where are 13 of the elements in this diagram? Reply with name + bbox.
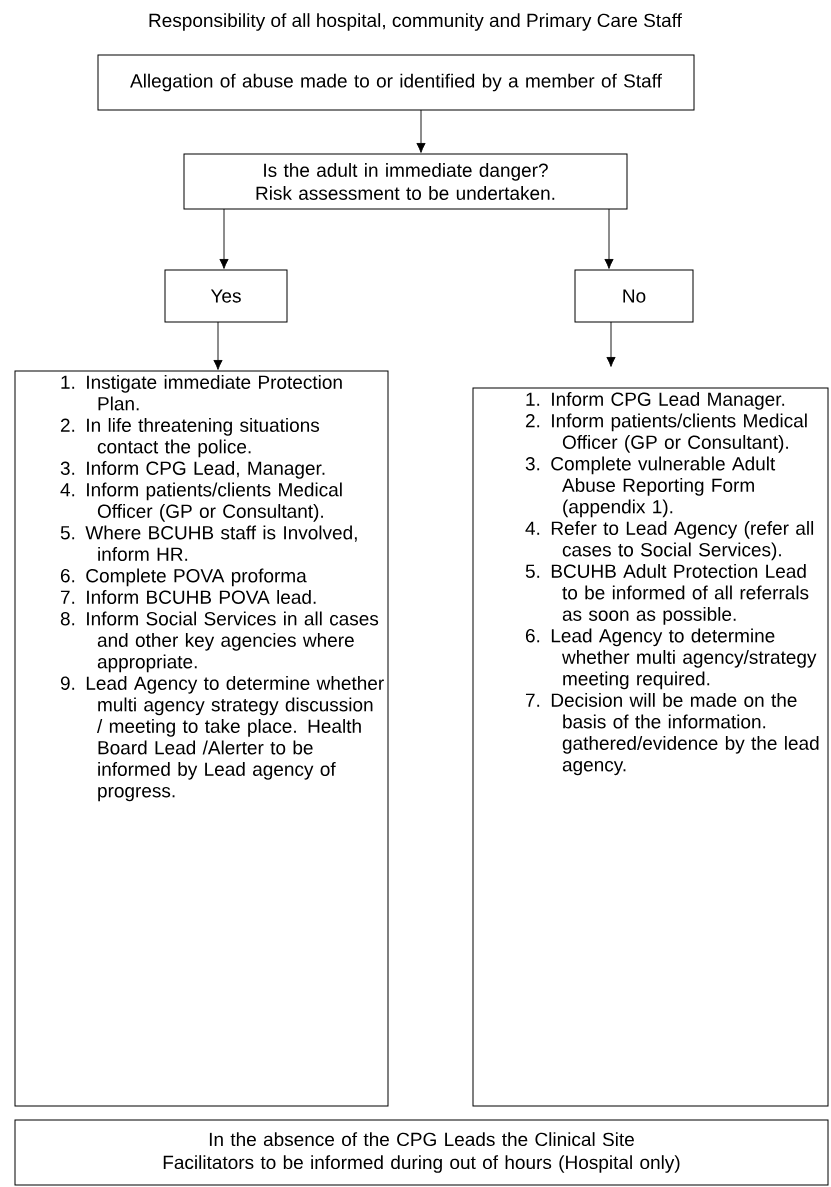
answer-box: Yes xyxy=(164,269,288,323)
action-list-box: 1. Instigate immediate Protection Plan. 2. In life threatening situations contact the police. 3. Inform CPG Lead, Manager. 4. Inform patients/clients Medical Officer (GP or Consultant). 5. Where BCUHB staff is Involved, inform HR. 6. Complete POVA proforma 7. Inform BCUHB POVA lead. 8. Inform Social Services in all cases and other key agencies where appropriate. 9. Lead Agency to determine whether multi agency strategy discussion / meeting to take place. Health Board Lead /Alerter to be informed by Lead agency of progress. xyxy=(14,370,389,1107)
answer-box: No xyxy=(574,269,694,323)
arrow xyxy=(604,208,614,269)
arrow xyxy=(213,321,223,370)
title: Responsibility of all hospital, community and Primary Care Staff xyxy=(149,13,682,31)
note-box: In the absence of the CPG Leads the Clinical Site Facilitators to be informed during out of hours (Hospital only) xyxy=(14,1119,829,1186)
decision-box: Is the adult in immediate danger? Risk assessment to be undertaken. xyxy=(183,153,628,210)
arrow xyxy=(416,109,426,153)
arrow xyxy=(606,321,616,367)
action-list-box: 1. Inform CPG Lead Manager. 2. Inform patients/clients Medical Officer (GP or Consultant). 3. Complete vulnerable Adult Abuse Reporting Form (appendix 1). 4. Refer to Lead Agency (refer all cases to Social Services). 5. BCUHB Adult Protection Lead to be informed of all referrals as soon as possible. 6. Lead Agency to determine whether multi agency/strategy meeting required. 7. Decision will be made on the basis of the information. gathered/evidence by the lead agency. xyxy=(472,387,829,1107)
process-box: Allegation of abuse made to or identified by a member of Staff xyxy=(97,54,695,111)
arrow xyxy=(219,208,229,269)
